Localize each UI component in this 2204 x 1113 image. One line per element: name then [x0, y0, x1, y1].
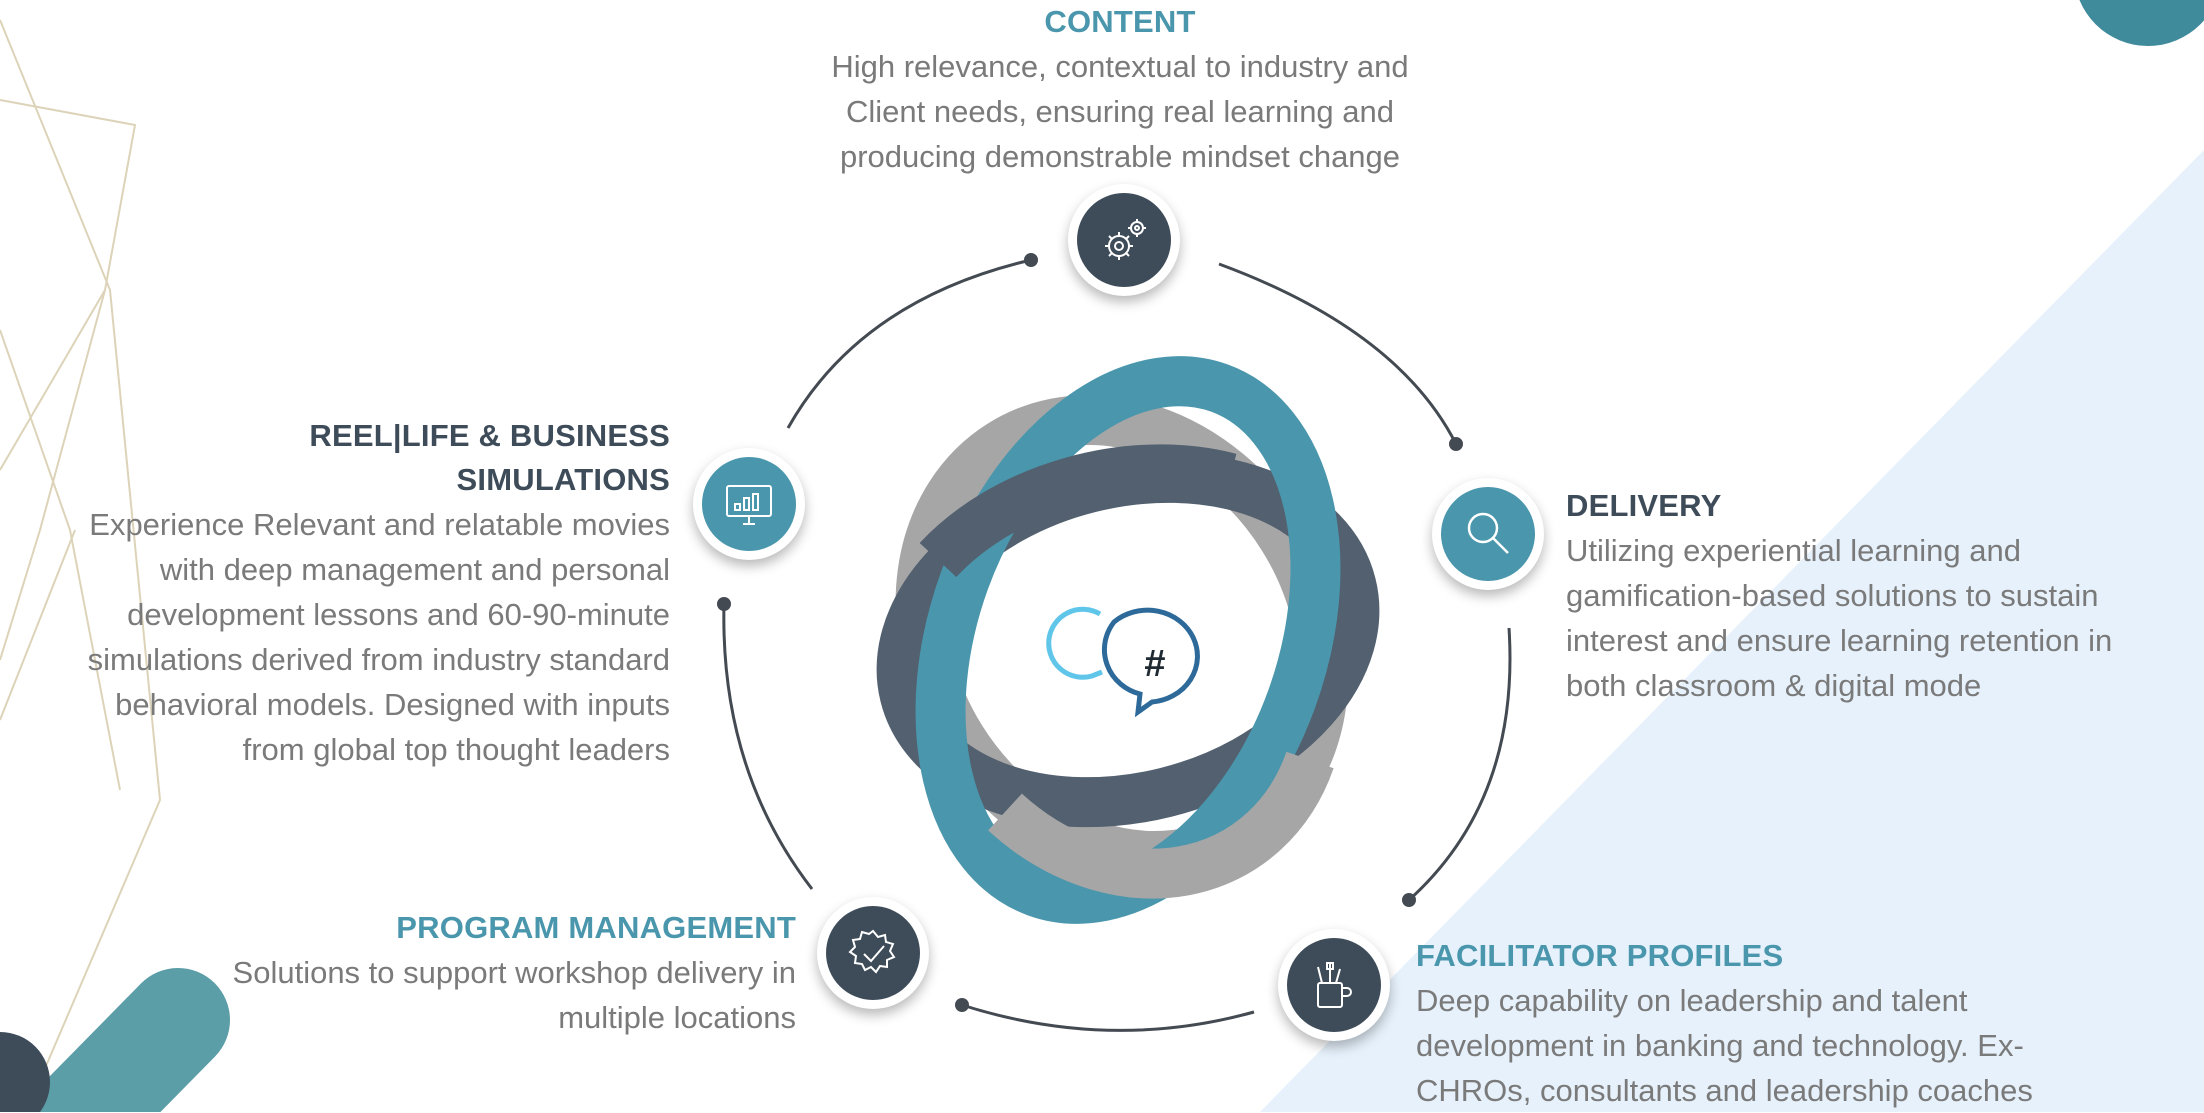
delivery-desc-line: Utilizing experiential learning and — [1566, 533, 2021, 568]
reel-block: REEL|LIFE & BUSINESS SIMULATIONS Experie… — [10, 414, 670, 772]
content-desc-line: producing demonstrable mindset change — [839, 139, 1401, 174]
gears-icon — [1105, 219, 1146, 260]
program-title: PROGRAM MANAGEMENT — [396, 910, 796, 945]
facilitator-block: FACILITATOR PROFILES Deep capability on … — [1416, 934, 2096, 1113]
program-desc-line: multiple locations — [558, 1000, 796, 1035]
monitor-chart-icon — [726, 485, 772, 525]
facilitator-title: FACILITATOR PROFILES — [1416, 938, 1784, 973]
reel-title-line: SIMULATIONS — [456, 462, 670, 497]
pencil-cup-icon — [1317, 962, 1352, 1008]
content-block: CONTENT High relevance, contextual to in… — [740, 0, 1500, 179]
facilitator-desc-line: development in banking and technology. E… — [1416, 1028, 2024, 1063]
content-desc-line: High relevance, contextual to industry a… — [831, 49, 1409, 84]
corner-teal-circle — [2079, 0, 2204, 46]
content-badge — [1068, 184, 1180, 296]
reel-badge — [693, 448, 805, 560]
center-logo: # — [1040, 590, 1230, 720]
pale-blue-diagonal — [1260, 150, 2204, 1112]
chat-bubbles-icon: # — [1046, 606, 1200, 718]
teal-pill-shape — [16, 968, 230, 1112]
delivery-desc-line: gamification-based solutions to sustain — [1566, 578, 2099, 613]
gear-check-icon — [848, 929, 896, 974]
magnifier-icon — [1467, 512, 1509, 554]
program-badge — [817, 897, 929, 1009]
center-hash: # — [1144, 643, 1165, 685]
program-block: PROGRAM MANAGEMENT Solutions to support … — [140, 906, 796, 1040]
delivery-title: DELIVERY — [1566, 488, 1722, 523]
reel-desc-line: simulations derived from industry standa… — [87, 642, 670, 677]
reel-desc-line: Experience Relevant and relatable movies — [89, 507, 670, 542]
content-title: CONTENT — [1044, 4, 1196, 39]
reel-desc-line: development lessons and 60-90-minute — [127, 597, 670, 632]
reel-desc-line: behavioral models. Designed with inputs — [115, 687, 670, 722]
program-desc-line: Solutions to support workshop delivery i… — [232, 955, 796, 990]
reel-desc-line: from global top thought leaders — [242, 732, 670, 767]
reel-title-line: REEL|LIFE & BUSINESS — [309, 418, 670, 453]
delivery-badge — [1432, 478, 1544, 590]
facilitator-desc-line: CHROs, consultants and leadership coache… — [1416, 1073, 2033, 1108]
gold-line-pattern — [0, 19, 162, 1081]
dark-corner-shape — [0, 1032, 50, 1112]
facilitator-badge — [1278, 929, 1390, 1041]
delivery-block: DELIVERY Utilizing experiential learning… — [1566, 484, 2196, 708]
content-desc-line: Client needs, ensuring real learning and — [845, 94, 1395, 129]
facilitator-desc-line: Deep capability on leadership and talent — [1416, 983, 1968, 1018]
delivery-desc-line: both classroom & digital mode — [1566, 668, 1982, 703]
reel-desc-line: with deep management and personal — [159, 552, 670, 587]
delivery-desc-line: interest and ensure learning retention i… — [1566, 623, 2113, 658]
